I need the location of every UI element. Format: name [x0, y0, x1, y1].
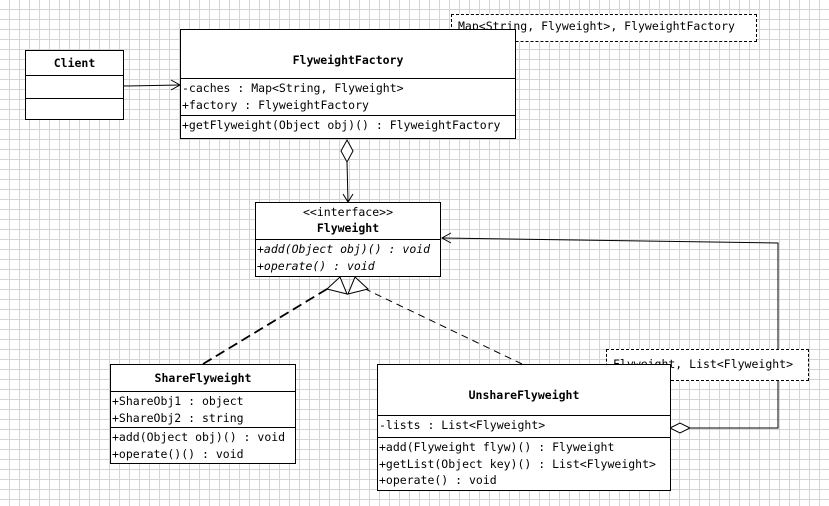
share-flyweight-operations: +add(Object obj)() : void +operate()() :… — [111, 427, 295, 463]
operation: +operate() : void — [379, 473, 497, 487]
attribute: -caches : Map<String, Flyweight> — [182, 81, 404, 95]
unshare-flyweight-operations: +add(Flyweight flyw)() : Flyweight +getL… — [378, 437, 670, 490]
unshare-realization — [358, 285, 523, 365]
operation: +operate() : void — [257, 258, 375, 273]
unshare-aggregation-diamond — [668, 422, 692, 434]
operation: +operate()() : void — [112, 446, 244, 461]
unshare-flyweight-aggregation — [441, 237, 779, 429]
attribute: +ShareObj2 : string — [112, 410, 244, 425]
flyweight-factory-class-title: FlyweightFactory — [292, 53, 404, 67]
realization-triangle-right — [347, 276, 370, 295]
flyweight-operations: +add(Object obj)() : void +operate() : v… — [256, 239, 440, 277]
realization-triangle-left — [325, 276, 348, 295]
factory-flyweight-aggregation — [346, 161, 349, 203]
unshare-flyweight-attributes: -lists : List<Flyweight> — [378, 415, 670, 437]
share-flyweight-class-title: ShareFlyweight — [154, 371, 252, 385]
share-flyweight-class[interactable]: ShareFlyweight +ShareObj1 : object +Shar… — [110, 364, 296, 464]
flyweight-interface[interactable]: <<interface>> Flyweight +add(Object obj)… — [255, 202, 441, 277]
operation: +getList(Object key)() : List<Flyweight> — [379, 456, 656, 471]
share-realization — [202, 285, 333, 365]
flyweight-stereotype: <<interface>> — [302, 205, 393, 219]
flyweight-factory-attributes: -caches : Map<String, Flyweight> +factor… — [181, 78, 515, 115]
operation: +add(Object obj)() : void — [112, 430, 286, 444]
operation: +add(Flyweight flyw)() : Flyweight — [379, 440, 615, 454]
client-attributes — [26, 75, 123, 98]
client-operations — [26, 98, 123, 119]
unshare-flyweight-class-title: UnshareFlyweight — [468, 388, 580, 402]
flyweight-factory-class[interactable]: FlyweightFactory -caches : Map<String, F… — [180, 29, 516, 139]
operation: +getFlyweight(Object obj)() : FlyweightF… — [182, 118, 501, 132]
client-class-title: Client — [53, 56, 96, 70]
flyweight-interface-title: Flyweight — [316, 221, 380, 235]
attribute: +ShareObj1 : object — [112, 394, 244, 408]
client-class[interactable]: Client — [25, 50, 124, 120]
operation: +add(Object obj)() : void — [257, 242, 431, 256]
client-factory-association — [123, 84, 181, 87]
aggregation-diamond — [340, 138, 354, 164]
attribute: +factory : FlyweightFactory — [182, 97, 369, 112]
attribute: -lists : List<Flyweight> — [379, 418, 546, 432]
flyweight-factory-operations: +getFlyweight(Object obj)() : FlyweightF… — [181, 115, 515, 138]
flyweight-arrowhead — [440, 232, 452, 244]
unshare-flyweight-class[interactable]: UnshareFlyweight -lists : List<Flyweight… — [377, 364, 671, 491]
share-flyweight-attributes: +ShareObj1 : object +ShareObj2 : string — [111, 391, 295, 427]
